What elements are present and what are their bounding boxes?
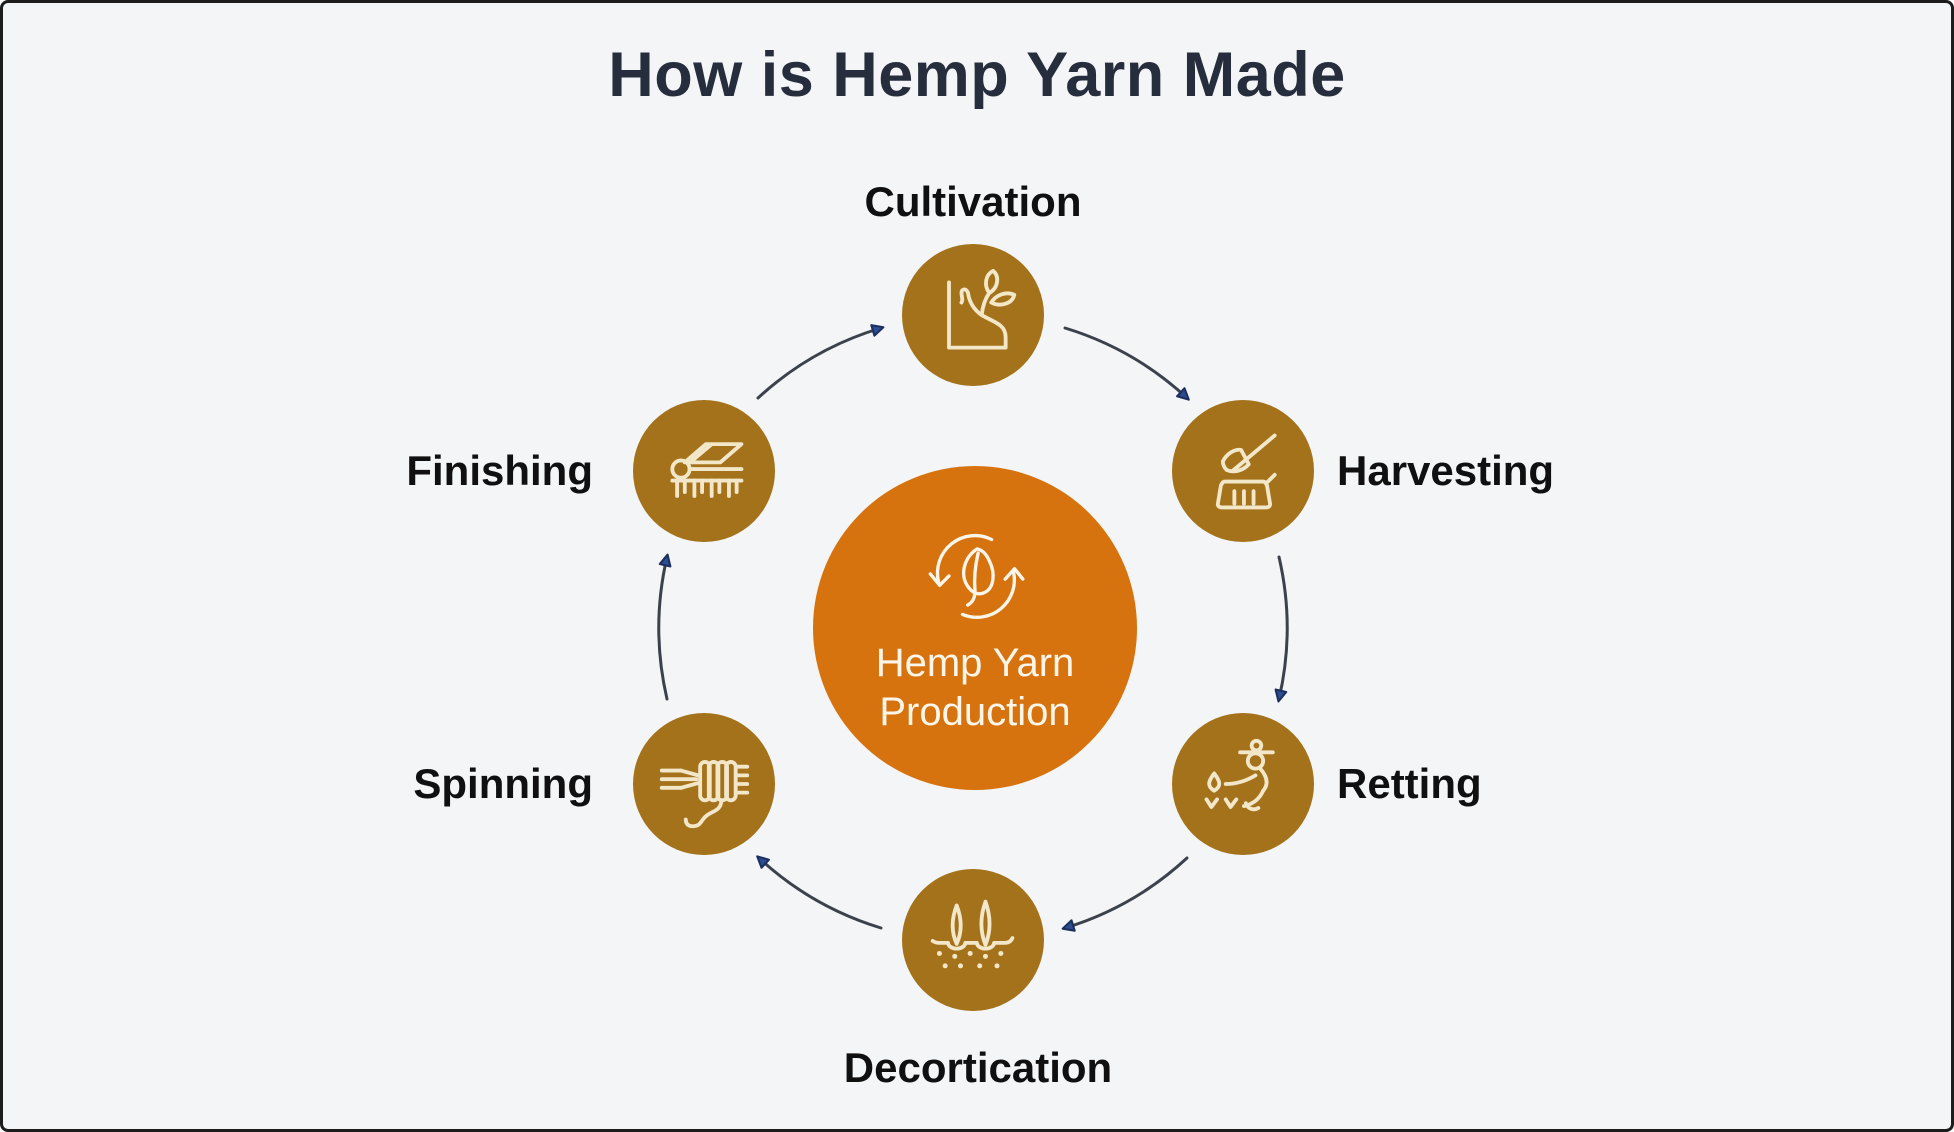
center-label: Hemp Yarn Production bbox=[875, 641, 1075, 734]
arrow-harvesting-to-retting bbox=[1274, 555, 1289, 703]
arrow-cultivation-to-harvesting bbox=[1063, 326, 1190, 401]
page-title: How is Hemp Yarn Made bbox=[608, 40, 1346, 110]
stage-node-finishing bbox=[633, 400, 775, 542]
spinning-icon bbox=[659, 760, 750, 829]
stage-node-spinning bbox=[633, 713, 775, 855]
stage-node-decortication bbox=[902, 869, 1044, 1011]
cultivation-icon bbox=[947, 268, 1017, 350]
arrow-finishing-to-cultivation bbox=[756, 324, 885, 400]
leaf-cycle-icon bbox=[928, 534, 1025, 620]
harvesting-icon bbox=[1215, 433, 1277, 510]
stage-node-retting bbox=[1172, 713, 1314, 855]
stage-node-cultivation bbox=[902, 244, 1044, 386]
finishing-icon bbox=[670, 442, 744, 498]
arrow-retting-to-decortication bbox=[1061, 856, 1189, 932]
stage-node-harvesting bbox=[1172, 400, 1314, 542]
stage-label-retting: Retting bbox=[1337, 760, 1482, 807]
stage-label-spinning: Spinning bbox=[413, 760, 593, 807]
stage-label-finishing: Finishing bbox=[406, 447, 593, 494]
stage-label-cultivation: Cultivation bbox=[864, 178, 1082, 225]
stage-label-harvesting: Harvesting bbox=[1337, 447, 1555, 494]
arrow-decortication-to-spinning bbox=[756, 855, 883, 930]
arrow-spinning-to-finishing bbox=[657, 553, 672, 701]
decortication-icon bbox=[930, 899, 1015, 969]
retting-icon bbox=[1204, 738, 1275, 812]
center-circle: Hemp Yarn Production bbox=[813, 466, 1137, 790]
stage-label-decortication: Decortication bbox=[843, 1044, 1113, 1091]
